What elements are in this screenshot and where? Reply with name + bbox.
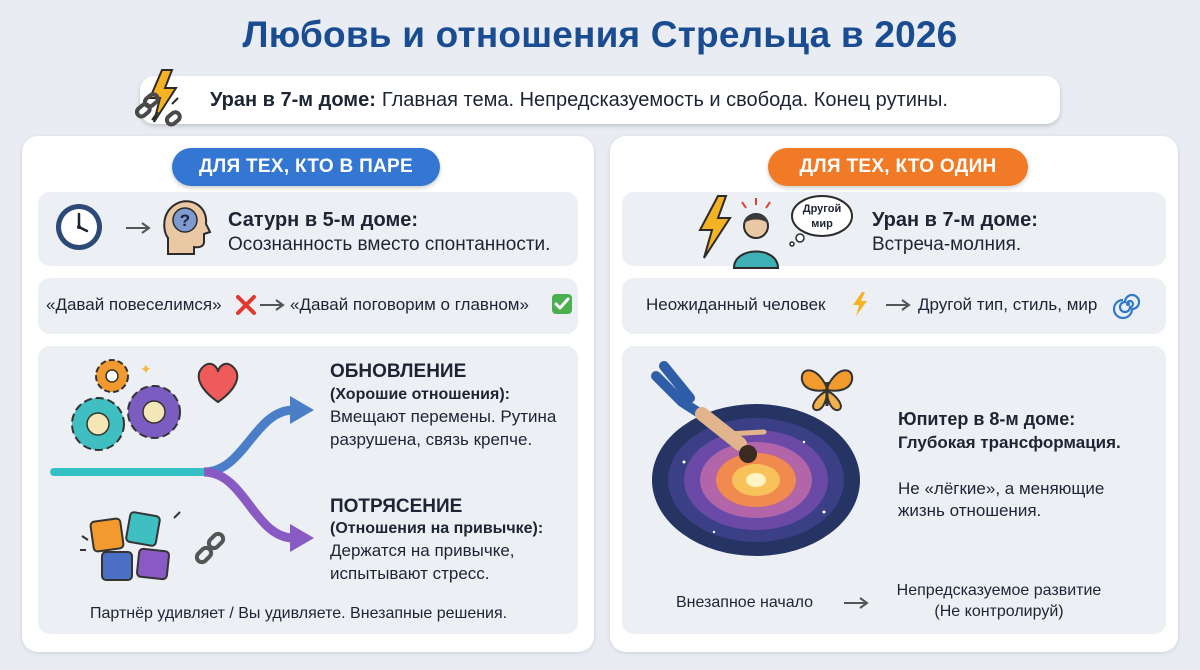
page-title: Любовь и отношения Стрельца в 2026 (242, 14, 958, 55)
gear-orange (95, 359, 129, 393)
pill-singles: ДЛЯ ТЕХ, КТО ОДИН (768, 148, 1028, 186)
lightning-icon (698, 195, 732, 259)
vortex-icon (651, 361, 860, 556)
check-mark-icon (552, 294, 572, 314)
jupiter-title: Юпитер в 8-м доме: (898, 409, 1076, 429)
saturn-title: Сатурн в 5-м доме: (228, 209, 419, 231)
arrow-right-icon (126, 222, 151, 234)
shock-title: ПОТРЯСЕНИЕ (330, 496, 463, 517)
update-line1: Вмещают перемены. Рутина (330, 407, 557, 426)
svg-text:✦: ✦ (140, 361, 152, 377)
clock-icon (56, 204, 102, 250)
sudden-start: Внезапное начало (676, 594, 814, 611)
uranus-text: Встреча-молния. (872, 234, 1022, 255)
branch-card (38, 346, 578, 634)
pill-couples: ДЛЯ ТЕХ, КТО В ПАРЕ (172, 148, 440, 186)
banner-bold-text: Уран в 7-м доме: (210, 88, 376, 111)
update-line2: разрушена, связь крепче. (330, 430, 533, 449)
lightning-icon (853, 292, 867, 316)
gear-teal (71, 397, 125, 451)
bubble-line1: Другой (802, 203, 842, 215)
arrow-right-icon (844, 597, 869, 609)
broken-chain-icon (194, 531, 226, 565)
banner-text: Главная тема. Непредсказуемость и свобод… (381, 88, 948, 111)
puzzle-icon (80, 511, 226, 581)
phrase-before: «Давай повеселимся» (46, 295, 222, 314)
update-title: ОБНОВЛЕНИЕ (330, 361, 467, 382)
svg-text:?: ? (180, 211, 190, 230)
jupiter-line1: Не «лёгкие», а меняющие (898, 479, 1105, 498)
gears-icon: ✦ (71, 359, 239, 451)
lightning-icon (148, 69, 178, 123)
jupiter-line2: жизнь отношения. (898, 501, 1042, 520)
unexpected-person: Неожиданный человек (646, 295, 826, 314)
shock-line1: Держатся на привычке, (330, 541, 515, 560)
broken-chain-icon (134, 69, 182, 127)
other-type: Другой тип, стиль, мир (918, 295, 1098, 314)
branch-arrows (50, 396, 314, 552)
phrase-card (38, 278, 578, 334)
uranus-banner: Уран в 7-м доме: Главная тема. Непредска… (140, 76, 1060, 124)
gear-purple (127, 385, 181, 439)
person-icon (732, 198, 780, 269)
shock-subtitle: (Отношения на привычке): (330, 520, 544, 537)
heart-icon (197, 362, 239, 404)
cross-mark-icon (236, 295, 256, 315)
shock-line2: испытывают стресс. (330, 564, 490, 583)
left-footer: Партнёр удивляет / Вы удивляете. Внезапн… (90, 605, 508, 622)
update-subtitle: (Хорошие отношения): (330, 386, 510, 403)
phrase-after: «Давай поговорим о главном» (290, 295, 529, 314)
butterfly-icon (800, 369, 854, 412)
unpredictable-line1: Непредсказуемое развитие (896, 582, 1102, 599)
saturn-text: Осознанность вместо спонтанности. (228, 234, 551, 255)
bubble-line2: мир (811, 218, 833, 230)
unpredictable-line2: (Не контролируй) (934, 603, 1064, 620)
jupiter-subtitle: Глубокая трансформация. (898, 433, 1121, 452)
arrow-right-icon (260, 299, 285, 311)
head-question-icon: ? (163, 200, 212, 255)
person-icon (651, 361, 767, 463)
arrow-right-icon (886, 299, 911, 311)
thought-bubble-icon (789, 195, 853, 247)
uranus-title: Уран в 7-м доме: (872, 209, 1038, 231)
spiral-icon (1112, 293, 1141, 320)
